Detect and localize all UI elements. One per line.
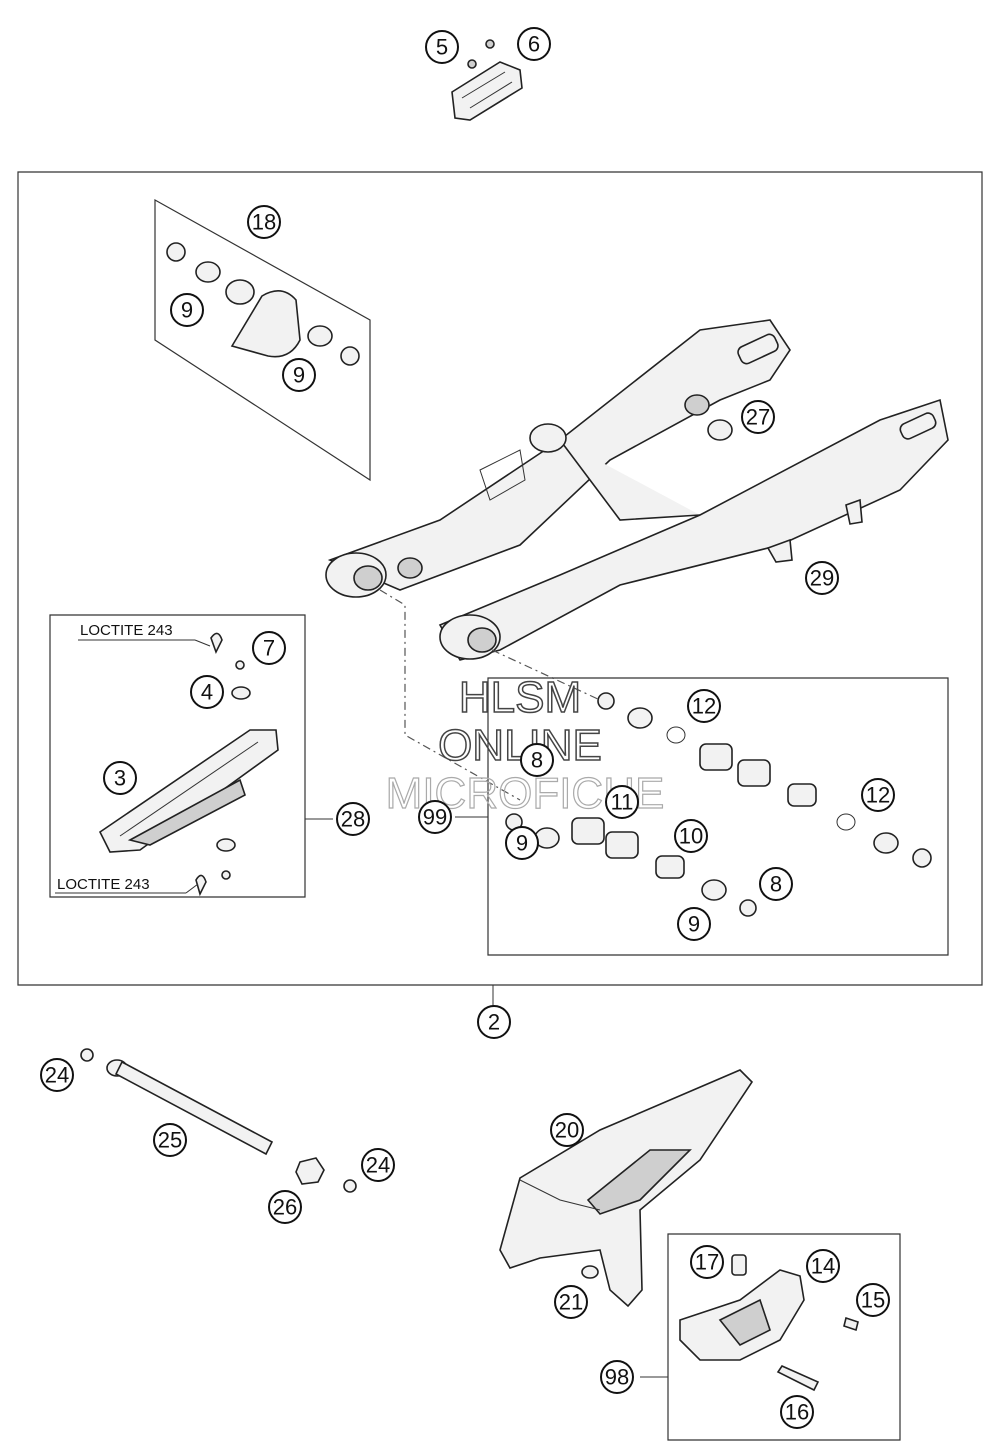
callout-28: 28	[336, 802, 370, 836]
bearing-box	[487, 677, 949, 956]
svg-text:29: 29	[810, 566, 834, 591]
svg-text:10: 10	[679, 824, 703, 849]
svg-text:26: 26	[273, 1195, 297, 1220]
callout-16: 16	[780, 1395, 814, 1429]
callout-3: 3	[103, 761, 137, 795]
chain-guide-box	[640, 1233, 901, 1441]
callout-2: 2	[477, 1005, 511, 1039]
chain-slider-box	[49, 614, 333, 898]
svg-text:12: 12	[866, 783, 890, 808]
swingarm-axle	[80, 1048, 357, 1193]
watermark-line1: HLSM	[459, 673, 581, 722]
callout-15: 15	[856, 1283, 890, 1317]
svg-text:9: 9	[181, 298, 193, 323]
svg-text:6: 6	[528, 32, 540, 57]
svg-text:2: 2	[488, 1010, 500, 1035]
svg-text:12: 12	[692, 694, 716, 719]
svg-text:28: 28	[341, 807, 365, 832]
svg-text:20: 20	[555, 1118, 579, 1143]
callout-20: 20	[550, 1113, 584, 1147]
svg-text:5: 5	[436, 35, 448, 60]
svg-text:15: 15	[861, 1288, 885, 1313]
loctite-label-top: LOCTITE 243	[80, 622, 173, 639]
svg-text:14: 14	[811, 1254, 835, 1279]
callout-14: 14	[806, 1249, 840, 1283]
watermark-line2: ONLINE	[438, 721, 602, 770]
callout-9a: 9	[170, 293, 204, 327]
svg-text:4: 4	[201, 680, 213, 705]
swingarm	[325, 319, 949, 661]
chain-guard	[499, 1069, 754, 1308]
svg-text:24: 24	[366, 1153, 390, 1178]
callout-99: 99	[418, 800, 452, 834]
callout-21: 21	[554, 1285, 588, 1319]
callout-24a: 24	[40, 1058, 74, 1092]
callout-24b: 24	[361, 1148, 395, 1182]
bearing-kit-box	[154, 198, 371, 482]
callout-10: 10	[674, 819, 708, 853]
callout-7: 7	[252, 631, 286, 665]
callout-17: 17	[690, 1245, 724, 1279]
callout-27: 27	[741, 400, 775, 434]
svg-text:99: 99	[423, 805, 447, 830]
svg-text:9: 9	[688, 912, 700, 937]
svg-text:18: 18	[252, 210, 276, 235]
callout-9c: 9	[505, 826, 539, 860]
svg-text:8: 8	[531, 748, 543, 773]
svg-text:16: 16	[785, 1400, 809, 1425]
callout-12b: 12	[861, 778, 895, 812]
svg-text:21: 21	[559, 1290, 583, 1315]
callout-9b: 9	[282, 358, 316, 392]
callout-8b: 8	[759, 867, 793, 901]
svg-text:7: 7	[263, 636, 275, 661]
svg-text:17: 17	[695, 1250, 719, 1275]
svg-text:3: 3	[114, 766, 126, 791]
svg-text:25: 25	[158, 1128, 182, 1153]
svg-text:9: 9	[293, 363, 305, 388]
callout-18: 18	[247, 205, 281, 239]
callout-5: 5	[425, 30, 459, 64]
callout-12a: 12	[687, 689, 721, 723]
callout-11: 11	[605, 785, 639, 819]
callout-25: 25	[153, 1123, 187, 1157]
callout-4: 4	[190, 675, 224, 709]
svg-text:27: 27	[746, 405, 770, 430]
bushing-27	[707, 419, 733, 441]
svg-text:9: 9	[516, 831, 528, 856]
loctite-label-bottom: LOCTITE 243	[57, 876, 150, 893]
main-assembly-box	[17, 171, 983, 1008]
svg-text:8: 8	[770, 872, 782, 897]
callout-6: 6	[517, 27, 551, 61]
svg-text:11: 11	[611, 790, 634, 815]
callout-9d: 9	[677, 907, 711, 941]
svg-text:24: 24	[45, 1063, 69, 1088]
svg-text:98: 98	[605, 1365, 629, 1390]
chain-guide-top-part	[451, 39, 523, 121]
callout-26: 26	[268, 1190, 302, 1224]
callout-8a: 8	[520, 743, 554, 777]
callout-29: 29	[805, 561, 839, 595]
callout-98: 98	[600, 1360, 634, 1394]
